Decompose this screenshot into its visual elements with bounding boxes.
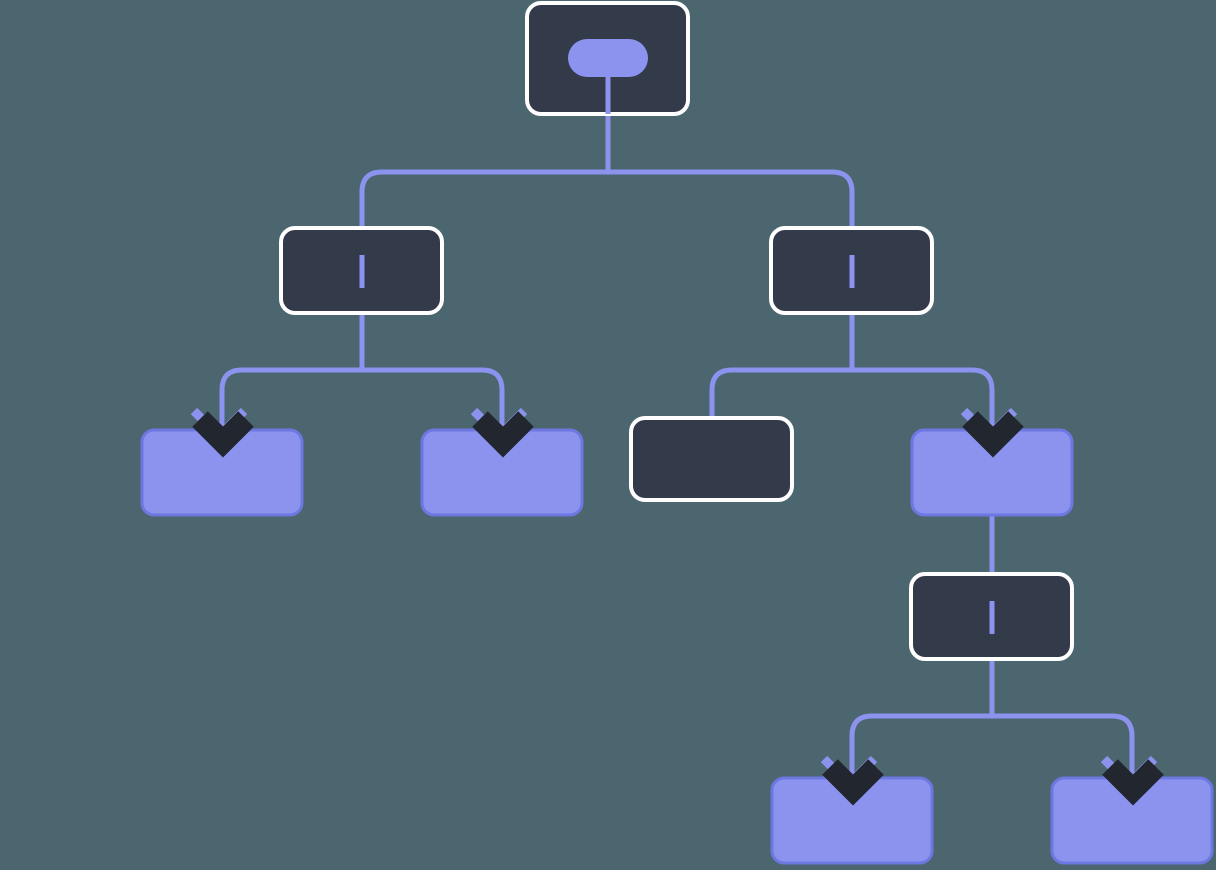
arrowhead-leaf-4 — [820, 755, 884, 806]
dark-nodes-layer — [279, 1, 1074, 661]
edge-n2-to-dark-leaf[interactable] — [709, 313, 855, 418]
edge-n1-to-leaf-1[interactable] — [219, 313, 365, 432]
arrow-down-icon — [822, 759, 884, 806]
arrow-down-icon — [472, 411, 534, 458]
edge-n2-to-leaf-3[interactable] — [852, 367, 995, 432]
node-dark-leaf[interactable] — [629, 416, 794, 502]
arrowhead-leaf-1 — [190, 407, 254, 458]
arrow-down-icon — [962, 411, 1024, 458]
edge-root-to-child-2[interactable] — [608, 169, 855, 228]
node-branch-left[interactable] — [279, 226, 444, 315]
node-sub-branch[interactable] — [909, 572, 1074, 661]
edge-n1-to-leaf-2[interactable] — [362, 367, 505, 432]
node-root[interactable] — [525, 1, 690, 116]
purple-nodes-layer — [140, 428, 1214, 865]
arrowhead-leaf-3 — [960, 407, 1024, 458]
node-dark-leaf-body[interactable] — [629, 416, 794, 502]
arrow-down-icon — [1102, 759, 1164, 806]
edge-n7-to-leaf-4[interactable] — [849, 659, 995, 780]
arrowhead-leaf-2 — [470, 407, 534, 458]
edge-root-to-child-1[interactable] — [359, 114, 611, 228]
node-branch-right[interactable] — [769, 226, 934, 315]
edge-n7-to-leaf-5[interactable] — [992, 713, 1135, 780]
arrowhead-leaf-5 — [1100, 755, 1164, 806]
arrowheads-layer — [190, 407, 1164, 806]
edges-layer — [219, 114, 1135, 780]
arrow-down-icon — [192, 411, 254, 458]
